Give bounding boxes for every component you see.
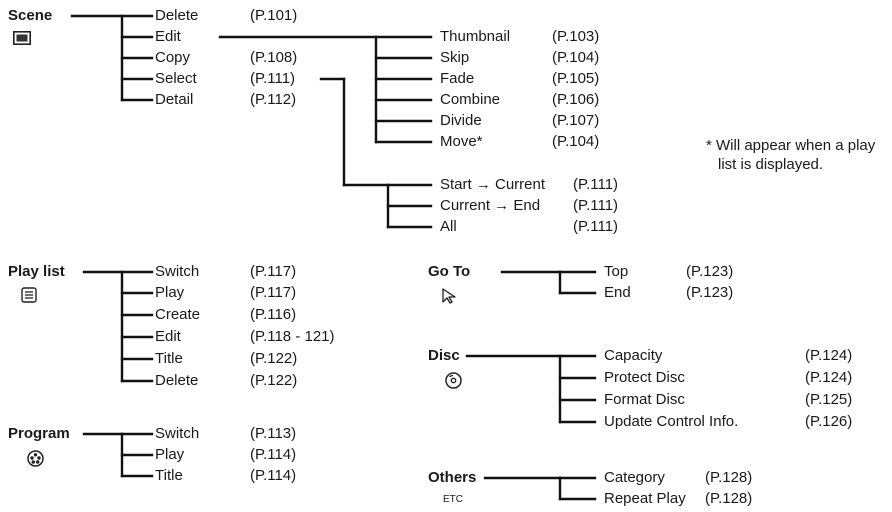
- scene-heading: Scene: [8, 7, 53, 24]
- select-item-start-current: Start → Current: [440, 176, 546, 193]
- playlist-item-create-page: (P.116): [250, 306, 297, 323]
- edit-item-fade-page: (P.105): [552, 70, 600, 87]
- disc-item-format-page: (P.125): [805, 391, 853, 408]
- program-item-play: Play: [155, 446, 185, 463]
- playlist-item-delete-page: (P.122): [250, 372, 298, 389]
- scene-screen-icon: [13, 31, 31, 50]
- playlist-item-delete: Delete: [155, 372, 199, 389]
- disc-icon: [445, 372, 462, 394]
- disc-heading: Disc: [428, 347, 460, 364]
- others-item-category: Category: [604, 469, 665, 486]
- goto-item-top: Top: [604, 263, 629, 280]
- scene-item-detail: Detail: [155, 91, 194, 108]
- playlist-item-title: Title: [155, 350, 183, 367]
- playlist-item-create: Create: [155, 306, 201, 323]
- disc-item-capacity-page: (P.124): [805, 347, 853, 364]
- program-reel-icon: [27, 450, 44, 472]
- scene-item-copy: Copy: [155, 49, 191, 66]
- disc-item-protect: Protect Disc: [604, 369, 685, 386]
- others-heading: Others: [428, 469, 477, 486]
- goto-pointer-icon: [441, 288, 457, 309]
- program-item-play-page: (P.114): [250, 446, 297, 463]
- program-heading: Program: [8, 425, 70, 442]
- edit-item-skip: Skip: [440, 49, 470, 66]
- edit-item-combine-page: (P.106): [552, 91, 600, 108]
- playlist-icon: [21, 287, 37, 308]
- scene-item-copy-page: (P.108): [250, 49, 298, 66]
- playlist-item-play-page: (P.117): [250, 284, 297, 301]
- scene-item-select: Select: [155, 70, 197, 87]
- footnote: * Will appear when a play list is displa…: [706, 136, 875, 174]
- edit-item-divide-page: (P.107): [552, 112, 600, 129]
- others-item-repeat-play-page: (P.128): [705, 490, 753, 507]
- goto-heading: Go To: [428, 263, 471, 280]
- program-item-switch-page: (P.113): [250, 425, 297, 442]
- scene-item-delete: Delete: [155, 7, 199, 24]
- footnote-line-1: * Will appear when a play: [706, 137, 876, 154]
- disc-item-format: Format Disc: [604, 391, 685, 408]
- playlist-item-edit: Edit: [155, 328, 181, 345]
- edit-item-thumbnail: Thumbnail: [440, 28, 511, 45]
- playlist-item-switch: Switch: [155, 263, 200, 280]
- etc-icon: ETC: [443, 494, 463, 505]
- others-item-category-page: (P.128): [705, 469, 753, 486]
- edit-item-divide: Divide: [440, 112, 482, 129]
- edit-item-thumbnail-page: (P.103): [552, 28, 600, 45]
- playlist-item-edit-page: (P.118 - 121): [250, 328, 335, 345]
- playlist-item-switch-page: (P.117): [250, 263, 297, 280]
- select-item-current-end: Current → End: [440, 197, 541, 214]
- edit-item-skip-page: (P.104): [552, 49, 600, 66]
- goto-item-top-page: (P.123): [686, 263, 734, 280]
- footnote-line-2: list is displayed.: [718, 156, 824, 173]
- scene-item-select-page: (P.111): [250, 70, 296, 87]
- program-item-title: Title: [155, 467, 183, 484]
- program-item-title-page: (P.114): [250, 467, 297, 484]
- goto-item-end-page: (P.123): [686, 284, 734, 301]
- edit-item-combine: Combine: [440, 91, 501, 108]
- edit-item-move-page: (P.104): [552, 133, 600, 150]
- disc-item-update-control: Update Control Info.: [604, 413, 739, 430]
- disc-item-update-control-page: (P.126): [805, 413, 853, 430]
- playlist-heading: Play list: [8, 263, 65, 280]
- playlist-item-play: Play: [155, 284, 185, 301]
- select-item-current-end-page: (P.111): [573, 197, 619, 214]
- goto-item-end: End: [604, 284, 631, 301]
- disc-item-capacity: Capacity: [604, 347, 663, 364]
- scene-item-edit: Edit: [155, 28, 181, 45]
- select-item-all-page: (P.111): [573, 218, 619, 235]
- select-item-start-current-page: (P.111): [573, 176, 619, 193]
- edit-item-move: Move*: [440, 133, 483, 150]
- disc-item-protect-page: (P.124): [805, 369, 853, 386]
- playlist-item-title-page: (P.122): [250, 350, 298, 367]
- scene-item-delete-page: (P.101): [250, 7, 298, 24]
- program-item-switch: Switch: [155, 425, 200, 442]
- select-item-all: All: [440, 218, 457, 235]
- scene-item-detail-page: (P.112): [250, 91, 297, 108]
- others-item-repeat-play: Repeat Play: [604, 490, 686, 507]
- edit-item-fade: Fade: [440, 70, 475, 87]
